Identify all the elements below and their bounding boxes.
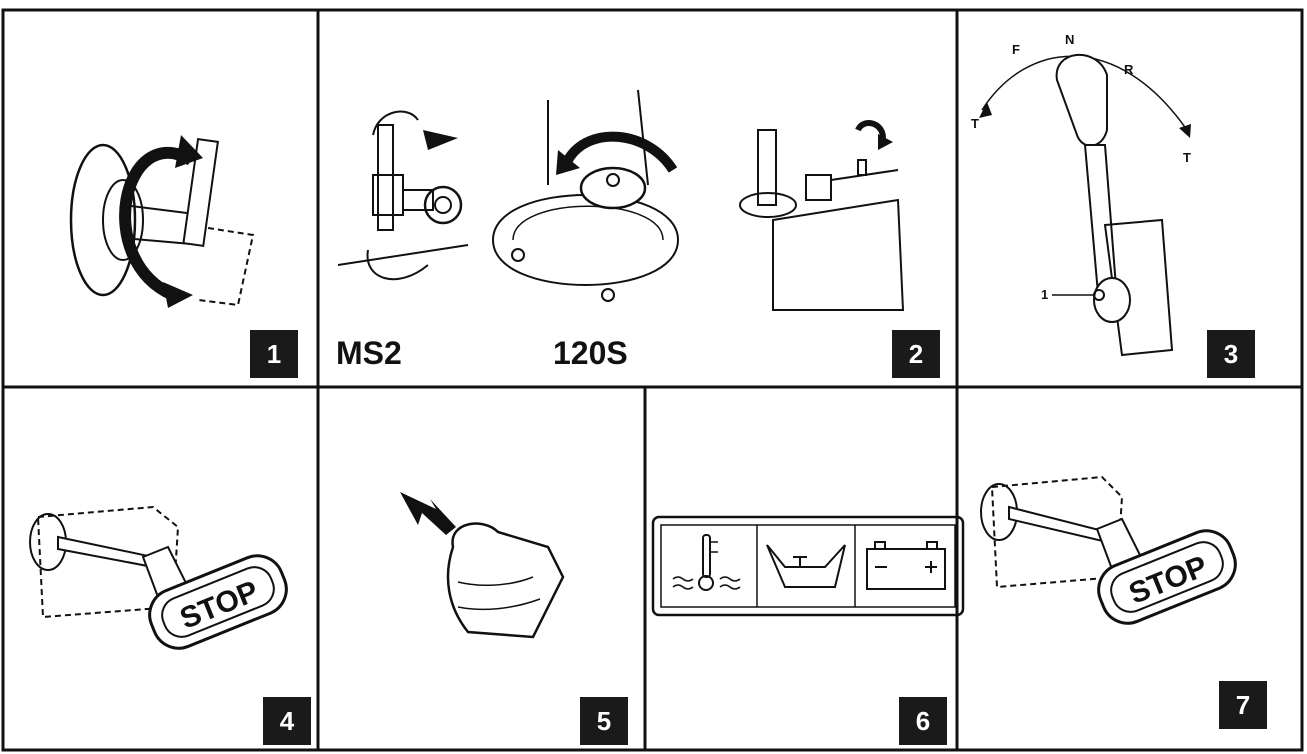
fuel-valve-illustrations	[318, 10, 957, 387]
panel-number-badge: 7	[1219, 681, 1267, 729]
lever-label-throttle-left: T	[971, 116, 979, 131]
warning-lamp-strip	[645, 387, 957, 750]
ms2-caption: MS2	[336, 335, 402, 372]
temperature-icon	[673, 535, 740, 590]
fuel-tank-drawing	[740, 123, 903, 310]
lever-callout-number: 1	[1041, 287, 1048, 302]
panel-6-warning-lamps: 6	[645, 387, 957, 750]
push-button-illustration	[318, 387, 645, 750]
panel-number-badge: 5	[580, 697, 628, 745]
120s-caption: 120S	[553, 335, 628, 372]
panel-2-fuel-valves: MS2 120S 2	[318, 10, 957, 387]
battery-icon	[867, 542, 945, 589]
ms2-valve-drawing	[338, 112, 468, 280]
panel-4-stop-knob: STOP 4	[3, 387, 318, 750]
lever-label-neutral: N	[1065, 32, 1074, 47]
oil-can-icon	[767, 545, 845, 587]
panel-7-stop-knob: STOP 7	[957, 387, 1302, 750]
lever-label-forward: F	[1012, 42, 1020, 57]
panel-number-badge: 1	[250, 330, 298, 378]
lever-label-throttle-right: T	[1183, 150, 1191, 165]
lever-label-reverse: R	[1124, 62, 1133, 77]
panel-5-push-button: 5	[318, 387, 645, 750]
panel-3-control-lever: F N R T T 1 3	[957, 10, 1302, 387]
panel-number-badge: 3	[1207, 330, 1255, 378]
120s-valve-drawing	[493, 90, 678, 301]
panel-number-badge: 4	[263, 697, 311, 745]
panel-number-badge: 2	[892, 330, 940, 378]
panel-1-crank: 1	[3, 10, 318, 387]
panel-number-badge: 6	[899, 697, 947, 745]
stop-knob-illustration: STOP	[3, 387, 318, 750]
